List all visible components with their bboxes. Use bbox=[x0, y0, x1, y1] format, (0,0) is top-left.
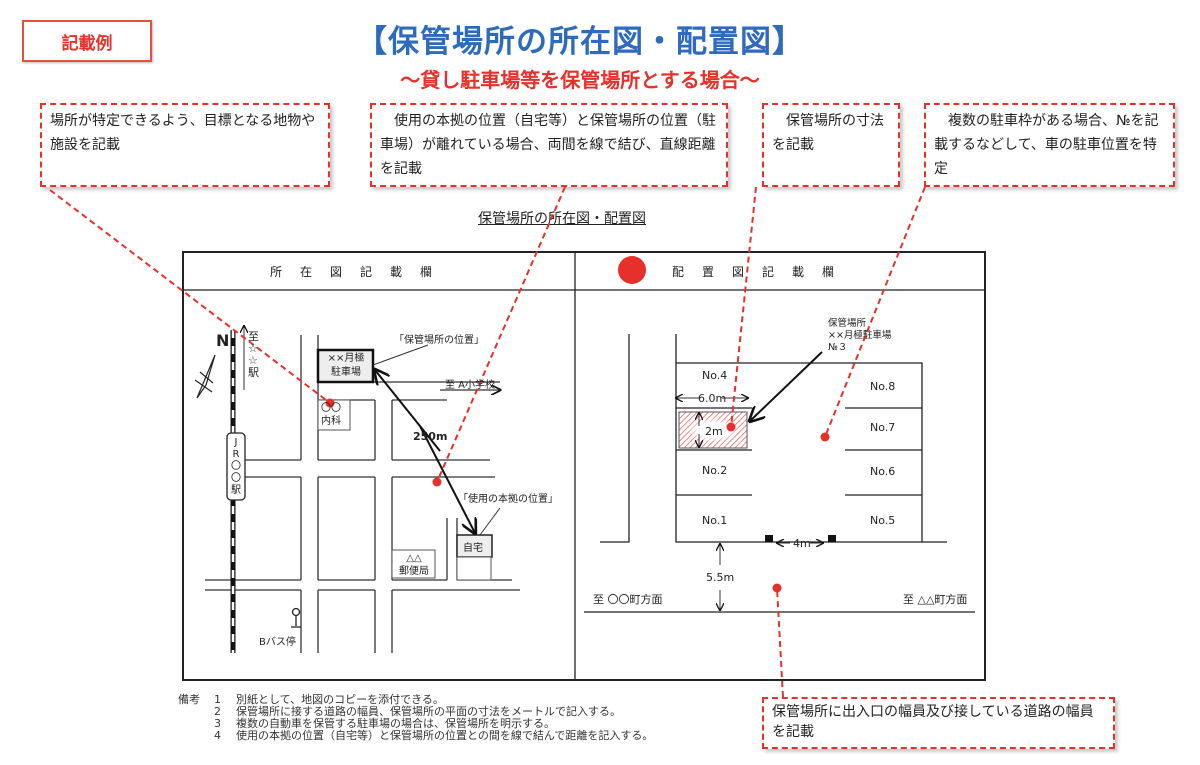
note-number: 3 bbox=[214, 717, 221, 730]
note-text: 複数の自動車を保管する駐車場の場合は、保管場所を明示する。 bbox=[236, 717, 555, 730]
callout-landmarks: 場所が特定できるよう、目標となる地物や施設を記載 bbox=[40, 103, 330, 187]
width-label: 2m bbox=[705, 425, 723, 438]
layout-map-lines bbox=[584, 334, 975, 613]
station-char: 〇 bbox=[231, 473, 241, 484]
clinic-line: 〇〇 bbox=[321, 403, 341, 414]
post-office-line: △△ bbox=[406, 553, 422, 564]
note-item: 備考 1 別紙として、地図のコピーを添付できる。 bbox=[178, 694, 653, 706]
notes-label: 備考 bbox=[178, 693, 200, 706]
note-number: 4 bbox=[214, 729, 221, 742]
station-char: R bbox=[232, 449, 240, 460]
bus-stop-label: Bバス停 bbox=[259, 637, 296, 648]
post-office-box bbox=[391, 549, 436, 579]
parking-label: ××月極駐車場 bbox=[322, 352, 370, 380]
station-char: 駅 bbox=[231, 485, 241, 496]
target-label-line: 保管場所 bbox=[828, 318, 867, 329]
gate-post-left bbox=[765, 535, 773, 542]
space-no2: No.2 bbox=[702, 464, 728, 477]
space-no4: No.4 bbox=[702, 369, 728, 382]
space-no7: No.7 bbox=[870, 421, 896, 434]
home-position-label: 「使用の本拠の位置」 bbox=[458, 494, 558, 505]
clinic-line: 内科 bbox=[321, 416, 341, 427]
page-subtitle: ～貸し駐車場等を保管場所とする場合～ bbox=[400, 68, 760, 92]
to-left-town-label: 至 〇〇町方面 bbox=[593, 593, 663, 606]
layout-marker-icon bbox=[618, 256, 646, 284]
space-no1: No.1 bbox=[702, 514, 728, 527]
to-station-char: ☆ bbox=[248, 342, 258, 355]
distance-arrow-down bbox=[419, 425, 475, 533]
space-no8: No.8 bbox=[870, 380, 896, 393]
note-item: 3 複数の自動車を保管する駐車場の場合は、保管場所を明示する。 bbox=[178, 718, 653, 730]
to-station-char: 至 bbox=[248, 330, 259, 343]
station-char: 〇 bbox=[231, 461, 241, 472]
post-office-label: △△ 郵便局 bbox=[396, 552, 432, 578]
diagram-caption: 保管場所の所在図・配置図 bbox=[478, 211, 646, 227]
callout-road-width: 保管場所に出入口の幅員及び接している道路の幅員を記載 bbox=[762, 697, 1115, 749]
to-station-char: 駅 bbox=[248, 366, 259, 379]
page-title: 【保管場所の所在図・配置図】 bbox=[356, 24, 804, 60]
bus-stop-icon bbox=[291, 607, 301, 628]
layout-map-header: 配置図記載欄 bbox=[672, 265, 853, 279]
clinic-label: 〇〇内科 bbox=[321, 402, 341, 428]
north-label: N bbox=[216, 331, 230, 350]
gate-post-right bbox=[828, 535, 836, 542]
callout-leaders bbox=[49, 186, 926, 698]
parking-box bbox=[316, 348, 375, 384]
entrance-width-label: 4m bbox=[793, 537, 811, 550]
space-no5: No.5 bbox=[870, 514, 896, 527]
notes: 備考 1 別紙として、地図のコピーを添付できる。 2 保管場所に接する道路の幅員、保管… bbox=[178, 694, 653, 742]
parking-line: 駐車場 bbox=[331, 367, 361, 378]
target-arrow bbox=[750, 351, 823, 421]
space-no6: No.6 bbox=[870, 465, 896, 478]
example-badge: 記載例 bbox=[22, 20, 152, 62]
home-label: 自宅 bbox=[463, 543, 483, 554]
note-text: 別紙として、地図のコピーを添付できる。 bbox=[236, 693, 444, 706]
location-map-roads bbox=[205, 335, 520, 653]
location-map-header: 所在図記載欄 bbox=[270, 265, 451, 279]
callout-distance: 使用の本拠の位置（自宅等）と保管場所の位置（駐車場）が離れている場合、両間を線で… bbox=[370, 103, 728, 187]
distance-label: 250m bbox=[413, 430, 448, 443]
to-station-label: 至☆☆駅 bbox=[248, 331, 260, 379]
compass-icon bbox=[194, 354, 216, 399]
callout-space-number: 複数の駐車枠がある場合、№を記載するなどして、車の駐車位置を特定 bbox=[924, 103, 1175, 187]
post-office-line: 郵便局 bbox=[399, 566, 429, 577]
to-station-char: ☆ bbox=[248, 354, 258, 367]
note-item: 2 保管場所に接する道路の幅員、保管場所の平面の寸法をメートルで記入する。 bbox=[178, 706, 653, 718]
station-box bbox=[226, 432, 246, 501]
note-text: 使用の本拠の位置（自宅等）と保管場所の位置との間を線で結んで距離を記入する。 bbox=[236, 729, 654, 742]
station-char: J bbox=[234, 437, 238, 448]
target-label-line: ××月極駐車場 bbox=[828, 330, 892, 341]
note-number: 2 bbox=[214, 705, 221, 718]
parking-position-label: 「保管場所の位置」 bbox=[394, 335, 484, 346]
distance-arrow-up bbox=[375, 370, 441, 452]
callout-dots bbox=[325, 398, 830, 593]
road-width-label: 5.5m bbox=[706, 571, 735, 584]
target-label-line: №３ bbox=[828, 342, 848, 353]
note-text: 保管場所に接する道路の幅員、保管場所の平面の寸法をメートルで記入する。 bbox=[236, 705, 621, 718]
length-label: 6.0m bbox=[698, 392, 727, 405]
callout-dimensions: 保管場所の寸法を記載 bbox=[762, 103, 900, 187]
note-item: 4 使用の本拠の位置（自宅等）と保管場所の位置との間を線で結んで距離を記入する。 bbox=[178, 730, 653, 742]
to-right-town-label: 至 △△町方面 bbox=[903, 593, 968, 606]
diagram-frame bbox=[182, 251, 986, 681]
parking-line: ××月極 bbox=[327, 353, 365, 364]
to-school-label: 至 A小学校 bbox=[445, 380, 496, 391]
note-number: 1 bbox=[214, 693, 221, 706]
